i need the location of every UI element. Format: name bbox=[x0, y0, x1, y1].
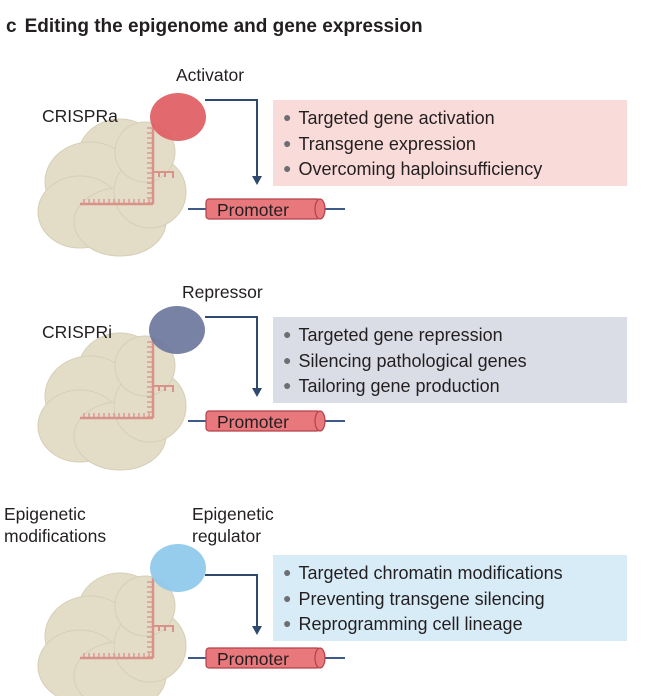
system-label: Epigenetic modifications bbox=[4, 503, 106, 547]
outcome-text: Reprogramming cell lineage bbox=[298, 614, 523, 634]
crispra-diagram bbox=[37, 93, 627, 257]
bullet-icon: ● bbox=[283, 377, 292, 393]
outcome-item: ● Transgene expression bbox=[283, 132, 627, 158]
regulation-arrow-line bbox=[205, 99, 258, 177]
effector-label-line: Epigenetic bbox=[192, 504, 274, 524]
guide-rna-hairpin bbox=[153, 625, 174, 632]
outcome-text: Silencing pathological genes bbox=[298, 350, 527, 371]
cas9-lobe bbox=[114, 121, 176, 183]
outcome-text: Preventing transgene silencing bbox=[298, 588, 545, 609]
epigenetic-diagram bbox=[37, 544, 627, 696]
outcome-item: ● Tailoring gene production bbox=[283, 374, 627, 400]
figure-title: c Editing the epigenome and gene expressi… bbox=[6, 16, 423, 38]
regulation-arrow-line bbox=[205, 574, 258, 627]
system-label-line: modifications bbox=[4, 526, 107, 546]
panel-crispra: CRISPRa Activator ● Targeted gene activat… bbox=[0, 62, 659, 292]
bullet-icon: ● bbox=[283, 109, 292, 125]
outcome-text: Targeted chromatin modifications bbox=[298, 563, 563, 583]
cas9-lobe bbox=[114, 575, 176, 637]
regulation-arrow-head bbox=[252, 176, 262, 185]
regulation-arrow-head bbox=[252, 626, 262, 635]
bullet-icon: ● bbox=[283, 326, 292, 342]
effector-label-line: Activator bbox=[176, 65, 245, 85]
effector-protein bbox=[150, 544, 206, 592]
outcomes-box-background bbox=[273, 100, 627, 186]
outcome-item: ● Preventing transgene silencing bbox=[283, 587, 627, 613]
effector-label-line: regulator bbox=[192, 526, 262, 546]
outcomes-box: ● Targeted gene activation ● Transgene exp… bbox=[273, 100, 627, 186]
outcomes-box-background bbox=[273, 317, 627, 403]
system-label: CRISPRi bbox=[42, 321, 112, 343]
promoter-label: Promoter bbox=[217, 200, 289, 220]
effector-label: Activator bbox=[176, 64, 244, 86]
system-label-line: CRISPRi bbox=[42, 322, 113, 342]
bullet-icon: ● bbox=[283, 134, 292, 151]
panel-letter: c bbox=[6, 16, 17, 37]
outcome-item: ● Targeted gene repression bbox=[283, 323, 627, 349]
effector-label-line: Repressor bbox=[182, 282, 263, 302]
outcomes-box-background bbox=[273, 555, 627, 641]
guide-rna-hairpin bbox=[153, 385, 174, 392]
outcome-item: ● Targeted gene activation bbox=[283, 106, 627, 132]
effector-label: Repressor bbox=[182, 281, 263, 303]
crispri-diagram bbox=[37, 306, 627, 471]
outcome-text: Targeted gene activation bbox=[298, 108, 495, 128]
effector-protein bbox=[149, 306, 205, 354]
promoter-label: Promoter bbox=[217, 649, 289, 669]
regulation-arrow-head bbox=[252, 388, 262, 397]
panel-epigenetic: Epigenetic modifications Epigenetic regu… bbox=[0, 502, 659, 696]
outcome-text: Overcoming haploinsufficiency bbox=[298, 159, 543, 179]
bullet-icon: ● bbox=[283, 615, 292, 631]
outcome-item: ● Reprogramming cell lineage bbox=[283, 612, 627, 638]
outcome-text: Tailoring gene production bbox=[298, 376, 500, 396]
promoter-label: Promoter bbox=[217, 412, 289, 432]
outcome-text: Transgene expression bbox=[298, 133, 476, 154]
bullet-icon: ● bbox=[283, 160, 292, 176]
effector-protein bbox=[150, 93, 206, 141]
outcome-item: ● Targeted chromatin modifications bbox=[283, 561, 627, 587]
promoter-end-cap bbox=[314, 647, 326, 669]
system-label: CRISPRa bbox=[42, 105, 118, 127]
figure-title-text: Editing the epigenome and gene expressio… bbox=[24, 16, 423, 37]
outcome-item: ● Silencing pathological genes bbox=[283, 349, 627, 375]
panel-crispri: CRISPRi Repressor ● Targeted gene repress… bbox=[0, 279, 659, 509]
promoter-end-cap bbox=[314, 198, 326, 220]
outcomes-box: ● Targeted chromatin modifications ● Preve… bbox=[273, 555, 627, 641]
promoter-end-cap bbox=[314, 410, 326, 432]
outcome-item: ● Overcoming haploinsufficiency bbox=[283, 157, 627, 183]
bullet-icon: ● bbox=[283, 589, 292, 606]
bullet-icon: ● bbox=[283, 351, 292, 368]
outcomes-box: ● Targeted gene repression ● Silencing pat… bbox=[273, 317, 627, 403]
outcome-text: Targeted gene repression bbox=[298, 325, 503, 345]
regulation-arrow-line bbox=[205, 316, 258, 389]
effector-label: Epigenetic regulator bbox=[192, 503, 274, 547]
system-label-line: CRISPRa bbox=[42, 106, 118, 126]
cas9-lobe bbox=[114, 335, 176, 397]
guide-rna-hairpin bbox=[153, 171, 174, 178]
system-label-line: Epigenetic bbox=[4, 504, 86, 524]
bullet-icon: ● bbox=[283, 564, 292, 580]
